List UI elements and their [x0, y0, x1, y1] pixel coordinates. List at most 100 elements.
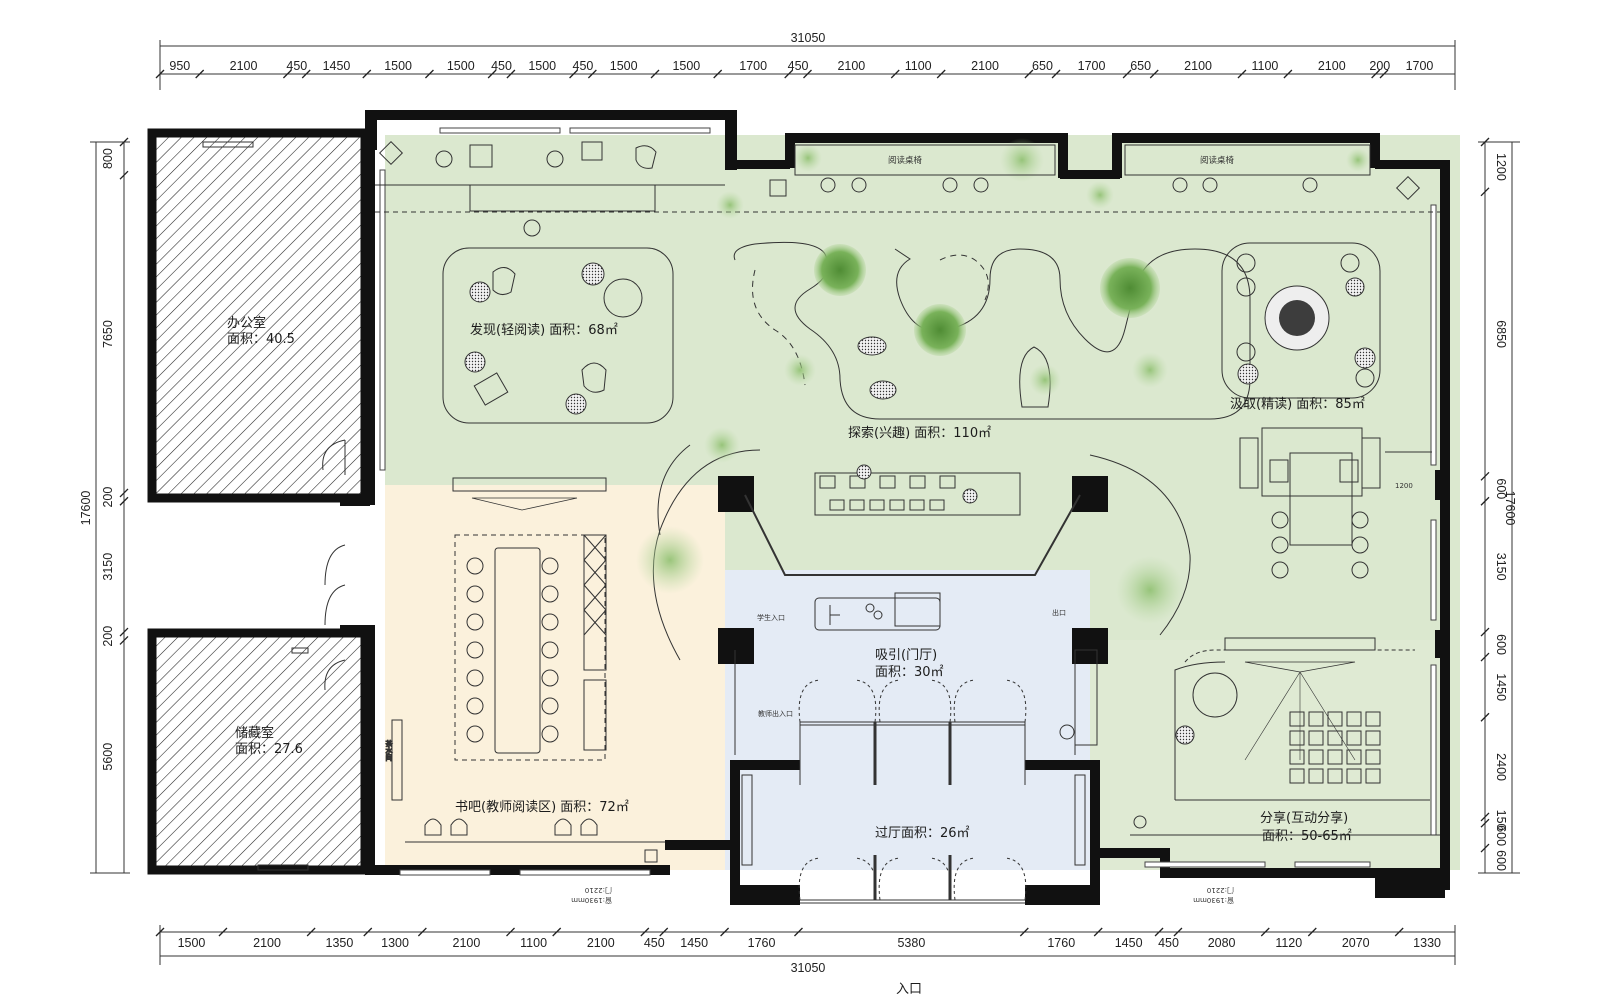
dimension-value: 200	[101, 626, 115, 647]
dimension-value: 1700	[1078, 59, 1106, 73]
dimension-value: 600	[1494, 825, 1508, 846]
dimension-tick	[119, 170, 129, 180]
dimension-value: 1500	[528, 59, 556, 73]
dimension-tick	[1480, 471, 1490, 481]
absorb-dim-1200: 1200	[1395, 482, 1413, 490]
dimension-tick	[218, 927, 228, 937]
dimension-value: 2100	[971, 59, 999, 73]
dimension-value: 450	[491, 59, 512, 73]
book-bar-chairs	[466, 557, 559, 743]
dimension-value: 5380	[897, 936, 925, 950]
seat	[1346, 711, 1362, 727]
discover-area: 发现(轻阅读) 面积：68㎡	[375, 140, 1440, 424]
chair	[466, 641, 484, 659]
walls	[340, 110, 1450, 905]
dimension-tick	[506, 927, 515, 937]
dimension-value: 450	[788, 59, 809, 73]
dimension-tick	[195, 69, 205, 79]
lobby-name: 吸引(门厅)	[875, 648, 937, 663]
dimension-tick	[1480, 843, 1490, 853]
dimension-tick	[1019, 927, 1029, 937]
dimension-tick	[1051, 69, 1061, 79]
share-area-text: 面积：50-65㎡	[1262, 829, 1352, 844]
dimension-value: 1760	[1047, 936, 1075, 950]
explore-area: 探索(兴趣) 面积：110㎡	[716, 138, 1370, 441]
seat	[1289, 749, 1305, 765]
dimension-tick	[552, 927, 562, 937]
dimension-value: 2100	[1184, 59, 1212, 73]
teacher-entrance-label: 教师出入口	[758, 709, 793, 718]
dimension-tick	[119, 627, 129, 637]
dimension-value: 2100	[253, 936, 281, 950]
dimension-value: 450	[1158, 936, 1179, 950]
chair	[541, 641, 559, 659]
chair	[541, 613, 559, 631]
storage-name: 储藏室	[235, 725, 274, 741]
office-name: 办公室	[227, 315, 266, 331]
dimension-value: 1500	[610, 59, 638, 73]
dimension-tick	[1480, 652, 1490, 662]
dimension-value: 1450	[680, 936, 708, 950]
bottom-total-dimension: 31050	[791, 961, 826, 975]
dimension-tick	[1283, 69, 1293, 79]
dimension-tick	[1149, 69, 1159, 79]
dimension-value: 200	[101, 487, 115, 508]
reading-tables-top	[769, 144, 1421, 201]
dimension-tick	[1480, 187, 1490, 197]
chair	[541, 697, 559, 715]
seat	[1308, 730, 1324, 746]
right-total-dimension: 17600	[1503, 491, 1517, 526]
chair	[466, 585, 484, 603]
dimension-tick	[1480, 137, 1490, 147]
dimension-value: 1300	[381, 936, 409, 950]
dimension-value: 1450	[1494, 673, 1508, 701]
dimension-value: 2100	[453, 936, 481, 950]
dimension-value: 2400	[1494, 753, 1508, 781]
dimension-value: 600	[1494, 850, 1508, 871]
seat	[1289, 730, 1305, 746]
dimension-tick	[1237, 69, 1247, 79]
dimension-value: 2100	[587, 936, 615, 950]
dimension-tick	[282, 69, 292, 79]
dimension-value: 450	[644, 936, 665, 950]
seat	[1308, 768, 1324, 784]
left-total-dimension: 17600	[79, 491, 93, 526]
dimension-tick	[936, 69, 946, 79]
dimension-tick	[119, 496, 129, 506]
dimension-value: 3150	[1494, 553, 1508, 581]
dimension-value: 450	[573, 59, 594, 73]
book-bar-sofas	[424, 818, 658, 863]
seat	[1346, 730, 1362, 746]
storage-room	[147, 628, 370, 875]
window-strips	[379, 127, 1437, 876]
storage-area: 面积：27.6	[235, 742, 303, 757]
dimension-value: 3150	[101, 553, 115, 581]
dimension-tick	[155, 69, 165, 79]
chair	[541, 585, 559, 603]
dimension-tick	[659, 927, 669, 937]
tea-counter-label: 茶水间	[385, 739, 393, 762]
dimension-tick	[506, 69, 516, 79]
dimension-tick	[362, 69, 372, 79]
dimension-value: 1120	[1275, 936, 1302, 950]
dimension-tick	[794, 927, 803, 937]
seat	[1346, 749, 1362, 765]
chair	[466, 697, 484, 715]
dimension-tick	[720, 927, 730, 937]
dimension-tick	[417, 927, 427, 937]
dimension-value: 7650	[101, 320, 115, 348]
dimension-value: 1500	[672, 59, 700, 73]
dimension-value: 1450	[1115, 936, 1143, 950]
dimension-tick	[1480, 627, 1490, 637]
dimension-tick	[119, 137, 129, 147]
dimension-tick	[1093, 927, 1103, 937]
dimension-value: 200	[1369, 59, 1390, 73]
dimension-tick	[640, 927, 650, 937]
dimension-value: 1100	[1251, 59, 1278, 73]
book-bar-label: 书吧(教师阅读区) 面积：72㎡	[455, 799, 629, 815]
seat	[1327, 768, 1343, 784]
dimension-tick	[119, 635, 129, 645]
